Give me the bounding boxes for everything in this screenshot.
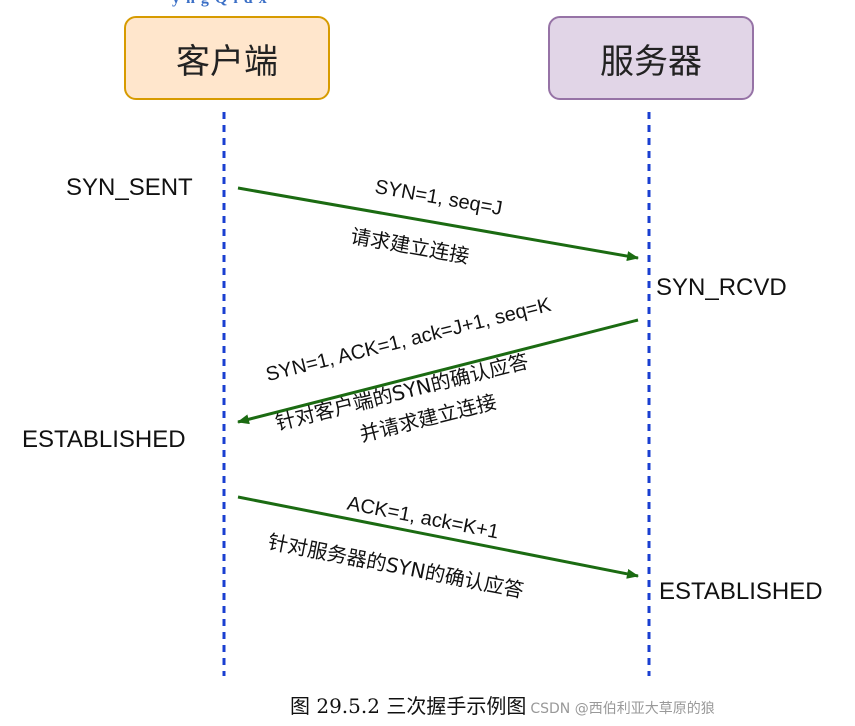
cropped-header-text: y n g Q l d x — [0, 0, 855, 8]
server-actor-label: 服务器 — [600, 41, 702, 82]
syn-arrow — [237, 186, 639, 262]
server-state-syn-rcvd: SYN_RCVD — [656, 274, 787, 301]
client-state-syn-sent: SYN_SENT — [66, 174, 193, 201]
client-actor-label: 客户端 — [176, 41, 278, 82]
csdn-watermark: CSDN @西伯利亚大草原的狼 — [530, 701, 715, 717]
ack-arrow — [237, 495, 639, 579]
figure-caption-text: 图 29.5.2 三次握手示例图 — [290, 694, 527, 718]
syn-ack-arrow — [237, 318, 639, 425]
client-actor-box: 客户端 — [124, 16, 330, 100]
server-state-established: ESTABLISHED — [659, 578, 823, 605]
header-fragment: y n g Q l d x — [172, 0, 268, 8]
client-state-established: ESTABLISHED — [22, 426, 186, 453]
server-actor-box: 服务器 — [548, 16, 754, 100]
